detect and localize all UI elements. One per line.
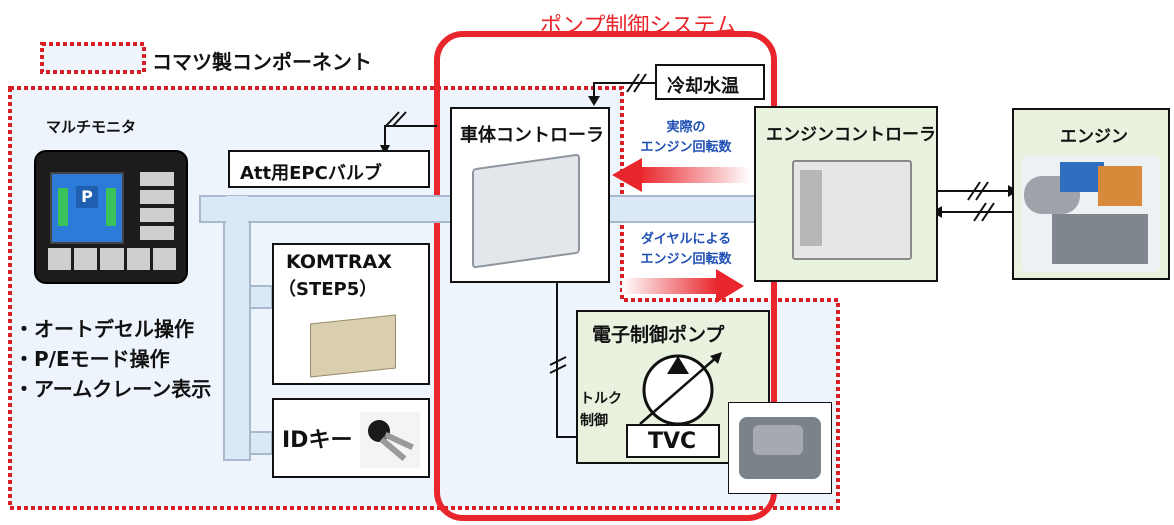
pump-system-title: ポンプ制御システム xyxy=(540,14,737,39)
pipe-joint xyxy=(226,196,248,224)
actual-rpm-line2: エンジン回転数 xyxy=(640,140,732,155)
att-epc-valve-box: Att用EPCバルブ xyxy=(228,150,430,188)
vehicle-controller-label: 車体コントローラ xyxy=(460,125,604,146)
id-key-box: IDキー xyxy=(272,398,430,478)
legend-label: コマツ製コンポーネント xyxy=(152,50,372,74)
monitor-bottom-buttons xyxy=(48,248,177,270)
engine-box: エンジン xyxy=(1012,108,1170,280)
operation-item: ・P/Eモード操作 xyxy=(14,347,170,371)
pump-symbol-icon xyxy=(639,352,722,426)
torque-line2: 制御 xyxy=(580,413,608,429)
dial-rpm-arrow xyxy=(622,269,744,303)
dial-rpm-line1: ダイヤルによる xyxy=(640,232,732,247)
engine-controller-image xyxy=(792,160,912,260)
monitor-title: マルチモニタ xyxy=(46,118,137,136)
coolant-signal-line xyxy=(593,73,655,100)
operation-item: ・アームクレーン表示 xyxy=(14,377,212,401)
legend-swatch xyxy=(40,42,146,74)
electronic-pump-title: 電子制御ポンプ xyxy=(592,324,725,346)
engine-label: エンジン xyxy=(1060,127,1128,147)
komtrax-box: KOMTRAX （STEP5） xyxy=(272,243,430,385)
komtrax-step: （STEP5） xyxy=(278,279,378,300)
coolant-arrowhead xyxy=(588,96,600,106)
engine-link-arrows xyxy=(938,181,1012,222)
multi-monitor-device: P xyxy=(34,150,188,284)
dial-rpm-line2: エンジン回転数 xyxy=(640,252,732,267)
torque-line1: トルク xyxy=(580,391,622,407)
coolant-temp-label: 冷却水温 xyxy=(667,76,739,97)
operation-item: ・オートデセル操作 xyxy=(14,317,194,341)
torque-control-label: トルク 制御 xyxy=(580,388,622,432)
actual-rpm-label: 実際の エンジン回転数 xyxy=(622,118,750,158)
komtrax-device-image xyxy=(310,314,396,378)
engine-image xyxy=(1022,156,1160,272)
dial-rpm-label: ダイヤルによる エンジン回転数 xyxy=(618,230,754,270)
engine-controller-label: エンジンコントローラ xyxy=(766,125,936,145)
vehicle-controller-box: 車体コントローラ xyxy=(450,107,610,283)
screen-mode-letter: P xyxy=(76,186,98,208)
tvc-label: TVC xyxy=(648,429,697,454)
tvc-box: TVC xyxy=(626,424,720,458)
actual-rpm-line1: 実際の xyxy=(666,120,706,135)
engine-controller-box: エンジンコントローラ xyxy=(754,106,938,282)
komtrax-label: KOMTRAX xyxy=(286,251,392,273)
gauge-left xyxy=(58,188,68,226)
actual-rpm-arrow xyxy=(612,158,750,192)
vehicle-controller-image xyxy=(472,153,580,269)
monitor-screen: P xyxy=(50,172,124,244)
monitor-side-buttons xyxy=(140,172,174,244)
att-signal-line xyxy=(384,111,437,150)
key-image xyxy=(360,412,420,468)
pump-photo xyxy=(728,402,832,494)
operations-list: ・オートデセル操作 ・P/Eモード操作 ・アームクレーン表示 xyxy=(14,314,211,404)
coolant-temp-box: 冷却水温 xyxy=(655,64,765,100)
att-epc-valve-label: Att用EPCバルブ xyxy=(240,163,382,184)
gauge-right xyxy=(106,188,116,226)
id-key-label: IDキー xyxy=(282,428,353,453)
